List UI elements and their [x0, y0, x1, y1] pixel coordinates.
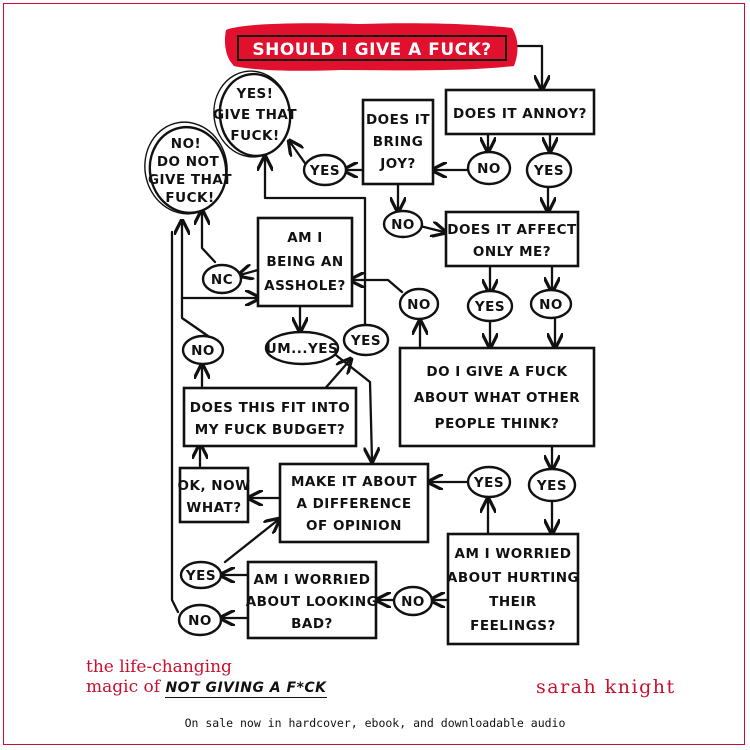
node-yes-give: YES! GIVE THAT FUCK!	[213, 70, 297, 158]
edge-yes-yesgive	[290, 142, 309, 168]
answer-asshole-umyes: UM...YES	[264, 330, 340, 366]
author-name: sarah knight	[536, 676, 676, 698]
svg-text:NO: NO	[401, 594, 425, 610]
book-title-caps: NOT GIVING A F*CK	[165, 680, 327, 698]
svg-text:NO: NO	[477, 161, 501, 177]
edge-nc-nogive	[202, 212, 217, 264]
answer-affect-yes: YES	[466, 289, 514, 323]
svg-text:YES: YES	[474, 299, 505, 315]
svg-text:YES: YES	[473, 475, 504, 491]
svg-text:GIVE THAT: GIVE THAT	[213, 107, 297, 123]
svg-text:GIVE THAT: GIVE THAT	[148, 172, 232, 188]
node-budget: DOES THIS FIT INTO MY FUCK BUDGET?	[182, 386, 358, 448]
svg-text:YES: YES	[536, 478, 567, 494]
answer-joy-yes: YES	[302, 153, 348, 187]
page-frame	[3, 3, 745, 745]
svg-text:FUCK!: FUCK!	[165, 190, 214, 206]
edge-budgetno-nogive	[182, 222, 210, 338]
edge-lookingyes-difference	[223, 520, 278, 564]
node-joy: DOES IT BRING JOY?	[361, 98, 435, 186]
svg-text:UM...YES: UM...YES	[266, 341, 339, 357]
edge-asshole-nc	[240, 270, 260, 275]
node-annoy: DOES IT ANNOY?	[444, 88, 596, 136]
svg-text:YES: YES	[309, 163, 340, 179]
svg-text:MY FUCK BUDGET?: MY FUCK BUDGET?	[195, 422, 345, 438]
edge-no-asshole	[352, 280, 404, 294]
answer-hurting-no: NO	[392, 585, 434, 617]
book-title: the life-changing magic of NOT GIVING A …	[86, 657, 327, 698]
svg-text:AM I WORRIED: AM I WORRIED	[455, 546, 572, 562]
svg-text:BRING: BRING	[373, 134, 424, 150]
svg-text:NO: NO	[407, 297, 431, 313]
diagram-title: SHOULD I GIVE A FUCK?	[252, 40, 491, 60]
svg-text:PEOPLE THINK?: PEOPLE THINK?	[435, 416, 560, 432]
edge-no-affect	[418, 226, 444, 232]
svg-text:NO: NO	[191, 343, 215, 359]
svg-text:DO I GIVE A FUCK: DO I GIVE A FUCK	[426, 364, 567, 380]
svg-text:ABOUT HURTING: ABOUT HURTING	[447, 570, 579, 586]
svg-text:NO: NO	[539, 297, 563, 313]
svg-text:ABOUT WHAT OTHER: ABOUT WHAT OTHER	[414, 390, 580, 406]
answer-think-no: NO	[398, 287, 440, 321]
svg-text:NO: NO	[391, 217, 415, 233]
answer-hurting-yes: YES	[466, 465, 512, 499]
edge-lookingno-rail	[170, 230, 180, 614]
node-no-give: NO! DO NOT GIVE THAT FUCK!	[144, 121, 232, 215]
svg-text:YES: YES	[350, 333, 381, 349]
answer-think-yes: YES	[527, 467, 577, 503]
svg-text:ONLY ME?: ONLY ME?	[473, 244, 551, 260]
answer-budget-yes: YES	[342, 323, 390, 357]
answer-budget-no: NO	[181, 334, 225, 366]
svg-text:A DIFFERENCE: A DIFFERENCE	[296, 496, 411, 512]
sale-tagline: On sale now in hardcover, ebook, and dow…	[184, 716, 566, 730]
book-title-prefix: magic of	[86, 677, 161, 697]
svg-text:NO: NO	[188, 613, 212, 629]
svg-text:THEIR: THEIR	[489, 594, 537, 610]
connectors	[170, 44, 555, 618]
node-hurting: AM I WORRIED ABOUT HURTING THEIR FEELING…	[446, 532, 580, 646]
answer-joy-no: NO	[382, 209, 424, 239]
svg-text:JOY?: JOY?	[379, 156, 416, 172]
svg-text:DO NOT: DO NOT	[157, 154, 220, 170]
node-asshole: AM I BEING AN ASSHOLE?	[256, 216, 354, 308]
svg-text:DOES THIS FIT INTO: DOES THIS FIT INTO	[190, 400, 350, 416]
answer-looking-no: NO	[177, 603, 223, 637]
svg-text:OK, NOW: OK, NOW	[178, 478, 251, 494]
svg-text:AM I: AM I	[287, 230, 323, 246]
node-difference: MAKE IT ABOUT A DIFFERENCE OF OPINION	[278, 462, 430, 544]
answer-looking-yes: YES	[179, 560, 223, 590]
svg-text:AM I WORRIED: AM I WORRIED	[254, 572, 371, 588]
svg-text:BAD?: BAD?	[291, 616, 333, 632]
svg-text:YES!: YES!	[236, 86, 274, 102]
node-think: DO I GIVE A FUCK ABOUT WHAT OTHER PEOPLE…	[398, 346, 596, 448]
node-now-what: OK, NOW WHAT?	[178, 466, 251, 524]
answer-annoy-no: NO	[466, 150, 512, 186]
node-looking-bad: AM I WORRIED ABOUT LOOKING BAD?	[246, 560, 379, 640]
svg-text:DOES IT: DOES IT	[366, 112, 430, 128]
book-title-line-2: magic of NOT GIVING A F*CK	[86, 677, 327, 698]
svg-text:DOES IT ANNOY?: DOES IT ANNOY?	[453, 106, 587, 122]
svg-text:YES: YES	[185, 568, 216, 584]
edge-budget-yes	[320, 360, 350, 394]
svg-text:ABOUT LOOKING: ABOUT LOOKING	[246, 594, 379, 610]
svg-text:MAKE IT ABOUT: MAKE IT ABOUT	[291, 474, 417, 490]
svg-text:FEELINGS?: FEELINGS?	[470, 618, 556, 634]
svg-text:BEING AN: BEING AN	[266, 254, 343, 270]
node-affect: DOES IT AFFECT ONLY ME?	[444, 210, 580, 268]
svg-text:OF OPINION: OF OPINION	[306, 518, 402, 534]
svg-text:NC: NC	[211, 272, 233, 288]
svg-text:NO!: NO!	[171, 136, 201, 152]
svg-text:ASSHOLE?: ASSHOLE?	[264, 278, 346, 294]
answer-asshole-no: NC	[201, 263, 243, 295]
svg-text:DOES IT AFFECT: DOES IT AFFECT	[447, 222, 577, 238]
title-banner: SHOULD I GIVE A FUCK?	[224, 23, 518, 71]
edge-budgetyes-yesgive	[265, 158, 367, 327]
answer-affect-no: NO	[529, 288, 573, 320]
svg-text:FUCK!: FUCK!	[230, 128, 279, 144]
book-title-line-1: the life-changing	[86, 657, 232, 677]
answer-annoy-yes: YES	[525, 151, 573, 189]
svg-text:YES: YES	[533, 163, 564, 179]
svg-text:WHAT?: WHAT?	[186, 500, 241, 516]
